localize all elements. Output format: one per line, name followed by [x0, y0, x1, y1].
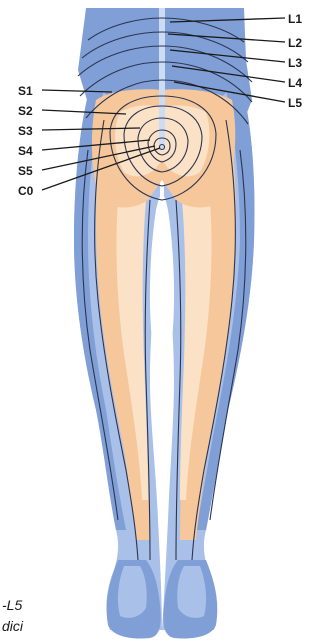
- s5-label: S5: [18, 164, 33, 178]
- l1-label: L1: [288, 12, 302, 26]
- c0-label: C0: [18, 184, 34, 198]
- right-heel: [177, 566, 206, 618]
- s1-label: S1: [18, 84, 33, 98]
- caption-fragment: -L5 dici: [2, 597, 24, 634]
- s3-label: S3: [18, 124, 33, 138]
- l5-label: L5: [288, 96, 302, 110]
- l2-label: L2: [288, 36, 302, 50]
- l3-label: L3: [288, 56, 302, 70]
- caption-line-2: dici: [2, 618, 24, 634]
- caption-line-1: -L5: [2, 597, 22, 613]
- s2-label: S2: [18, 104, 33, 118]
- left-heel: [118, 566, 147, 618]
- l4-label: L4: [288, 76, 302, 90]
- s4-label: S4: [18, 144, 33, 158]
